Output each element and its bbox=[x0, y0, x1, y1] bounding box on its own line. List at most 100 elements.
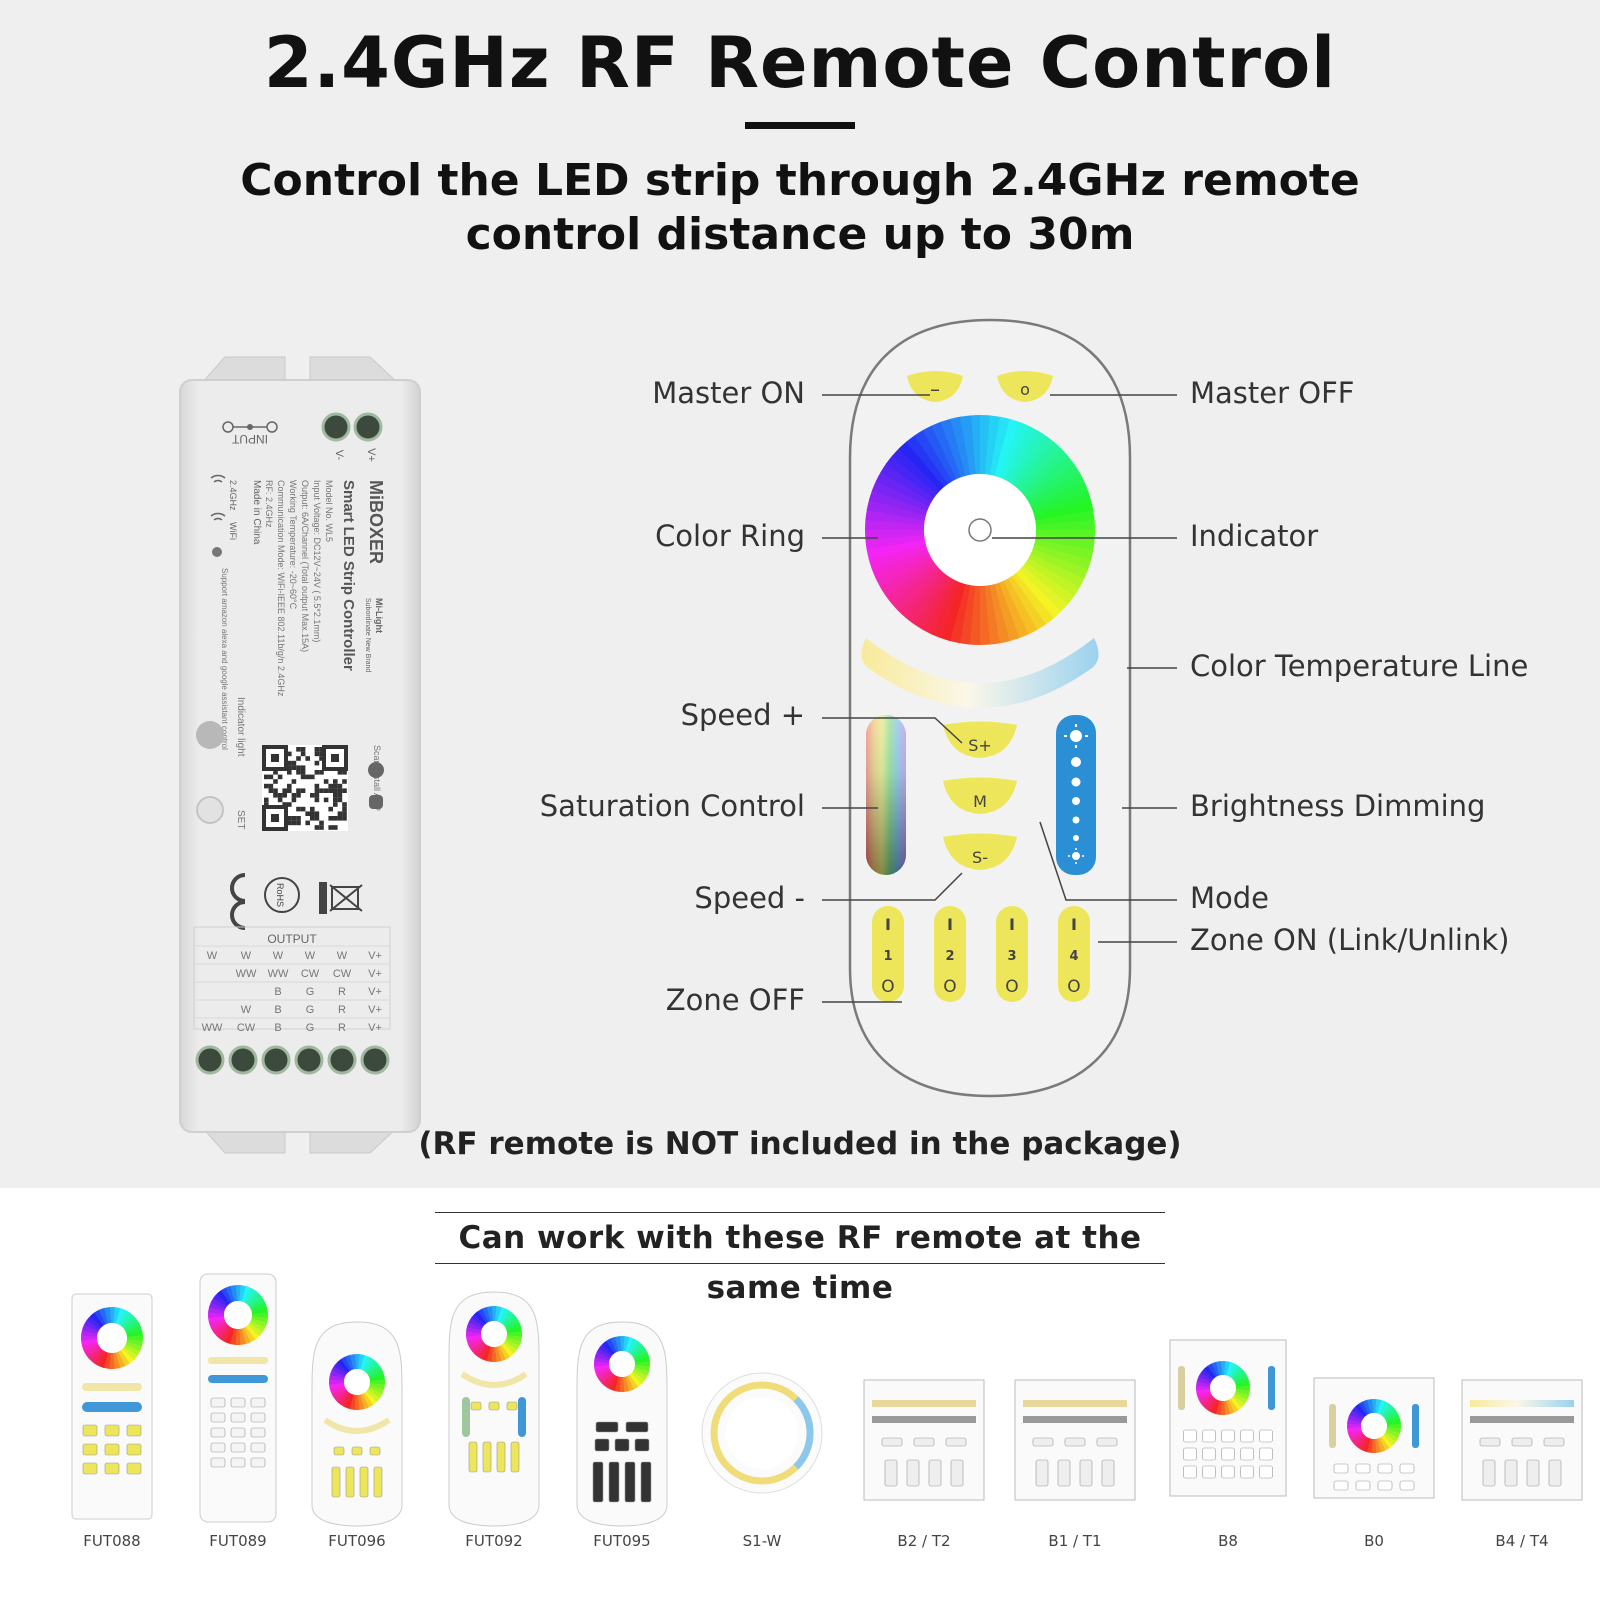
output-terminals bbox=[195, 1045, 390, 1075]
controller-comm-mode: Communication Mode: WiFi-IEEE 802.11b/g/… bbox=[276, 480, 286, 697]
remote-thumb-fut088 bbox=[71, 1293, 153, 1520]
remote-model-label: FUT095 bbox=[593, 1532, 651, 1550]
callout-color-ring: Color Ring bbox=[655, 519, 805, 553]
speed-plus-label: S+ bbox=[968, 736, 992, 755]
zone-number: 1 bbox=[883, 949, 892, 964]
input-polarity-icon bbox=[222, 421, 278, 433]
rf-remote: – o bbox=[848, 318, 1132, 1098]
callout-color-temperature: Color Temperature Line bbox=[1190, 649, 1529, 683]
output-cell: W bbox=[241, 950, 252, 962]
output-cell: WW bbox=[236, 968, 257, 980]
output-cell: W bbox=[305, 950, 316, 962]
remote-model-label: FUT096 bbox=[328, 1532, 386, 1550]
rohs-icon: RoHS bbox=[264, 877, 300, 913]
voice-support-text: Support amazon alexa and google assistan… bbox=[220, 568, 229, 750]
output-cell: R bbox=[338, 1004, 346, 1016]
set-button[interactable] bbox=[196, 796, 224, 824]
output-terminal bbox=[327, 1045, 357, 1075]
remote-thumb-fut095 bbox=[576, 1321, 668, 1527]
output-cell: B bbox=[274, 986, 281, 998]
zone-2-button[interactable]: I 2O bbox=[934, 906, 966, 1002]
zone-on-glyph: I bbox=[1071, 915, 1077, 934]
zone-4-button[interactable]: I 4O bbox=[1058, 906, 1090, 1002]
line-speed-plus bbox=[822, 717, 963, 744]
callout-saturation: Saturation Control bbox=[539, 789, 805, 823]
title-underline bbox=[745, 122, 855, 129]
remote-thumb-s1-w bbox=[701, 1372, 823, 1494]
master-on-glyph: – bbox=[930, 377, 940, 401]
zone-off-glyph: O bbox=[943, 977, 956, 997]
sun-bright-icon bbox=[1064, 724, 1088, 748]
remote-thumb-b4-t4 bbox=[1461, 1379, 1583, 1501]
output-cell: G bbox=[306, 1004, 315, 1016]
callout-zone-on: Zone ON (Link/Unlink) bbox=[1190, 923, 1510, 957]
output-cell: W bbox=[207, 950, 218, 962]
input-label: INPUT bbox=[231, 432, 268, 446]
rf-badge: 2.4GHz bbox=[228, 480, 238, 511]
saturation-bar[interactable] bbox=[866, 715, 906, 875]
weee-bin-icon bbox=[319, 882, 363, 914]
callout-brightness: Brightness Dimming bbox=[1190, 789, 1486, 823]
zone-buttons: I1O I 2O I3O I 4O bbox=[872, 906, 1090, 1002]
subtitle-line-1: Control the LED strip through 2.4GHz rem… bbox=[240, 155, 1360, 206]
controller-model: Model No. WL5 bbox=[324, 480, 334, 542]
zone-1-button[interactable]: I1O bbox=[872, 906, 904, 1002]
speed-minus-button[interactable]: S- bbox=[943, 833, 1017, 871]
controller-input-voltage: Input Voltage: DC12V~24V ( 5.5*2.1mm) bbox=[312, 480, 322, 642]
output-cell: W bbox=[273, 950, 284, 962]
controller-output: Output: 6A/Channel (Total output Max.15A… bbox=[300, 480, 310, 652]
remote-model-label: B4 / T4 bbox=[1495, 1532, 1549, 1550]
output-cell: W bbox=[337, 950, 348, 962]
line-speed-minus bbox=[822, 872, 963, 901]
mode-button[interactable]: M bbox=[943, 777, 1017, 815]
remote-thumb-fut092 bbox=[448, 1291, 540, 1527]
subtitle-line-2: control distance up to 30m bbox=[465, 209, 1135, 260]
remote-thumb-b8 bbox=[1169, 1339, 1287, 1497]
remote-model-label: FUT088 bbox=[83, 1532, 141, 1550]
master-off-button[interactable]: o bbox=[997, 371, 1053, 402]
brightness-bar[interactable] bbox=[1056, 715, 1096, 875]
color-temperature-line[interactable] bbox=[861, 638, 1099, 708]
color-ring[interactable] bbox=[865, 415, 1095, 645]
scan-app-label: Scan install APP bbox=[372, 745, 382, 811]
zone-3-button[interactable]: I3O bbox=[996, 906, 1028, 1002]
zone-number: 2 bbox=[945, 949, 954, 964]
output-cell: G bbox=[306, 1022, 315, 1034]
remote-model-label: B2 / T2 bbox=[897, 1532, 951, 1550]
qr-code bbox=[262, 745, 348, 831]
controller-product: Smart LED Strip Controller bbox=[340, 480, 357, 671]
output-cell: R bbox=[338, 1022, 346, 1034]
compatible-heading: Can work with these RF remote at the sam… bbox=[435, 1212, 1165, 1306]
callout-lines bbox=[822, 394, 1177, 1003]
output-cell: CW bbox=[333, 968, 352, 980]
set-label: SET bbox=[235, 810, 246, 829]
zone-off-glyph: O bbox=[1067, 977, 1080, 997]
callout-master-off: Master OFF bbox=[1190, 376, 1355, 410]
output-label: OUTPUT bbox=[267, 932, 317, 946]
vplus-label: V+ bbox=[365, 448, 377, 462]
remote-model-label: S1-W bbox=[742, 1532, 782, 1550]
output-cell: G bbox=[306, 986, 315, 998]
zone-number: 4 bbox=[1069, 949, 1078, 964]
zone-on-glyph: I bbox=[947, 915, 953, 934]
microphone-icon bbox=[212, 547, 222, 557]
controller-made-in: Made in China bbox=[251, 480, 262, 545]
svg-text:RoHS: RoHS bbox=[275, 883, 285, 907]
remote-thumb-b1-t1 bbox=[1014, 1379, 1136, 1501]
callout-zone-off: Zone OFF bbox=[665, 983, 805, 1017]
page-title: 2.4GHz RF Remote Control bbox=[263, 22, 1337, 104]
output-cell: V+ bbox=[368, 968, 382, 980]
output-cell: V+ bbox=[368, 1004, 382, 1016]
remote-model-label: B0 bbox=[1364, 1532, 1384, 1550]
controller-subbrand-sub: Subordinate New Brand bbox=[364, 598, 371, 672]
callout-indicator: Indicator bbox=[1190, 519, 1319, 553]
remote-model-label: FUT092 bbox=[465, 1532, 523, 1550]
output-cell: WW bbox=[268, 968, 289, 980]
speed-plus-button[interactable]: S+ bbox=[943, 721, 1017, 759]
output-cell: WW bbox=[202, 1022, 223, 1034]
vminus-label: V- bbox=[333, 450, 345, 461]
controller-device: INPUT V+ V- MiBOXER Mi-Light Subordinate… bbox=[179, 356, 421, 1154]
controller-brand: MiBOXER bbox=[366, 480, 386, 564]
